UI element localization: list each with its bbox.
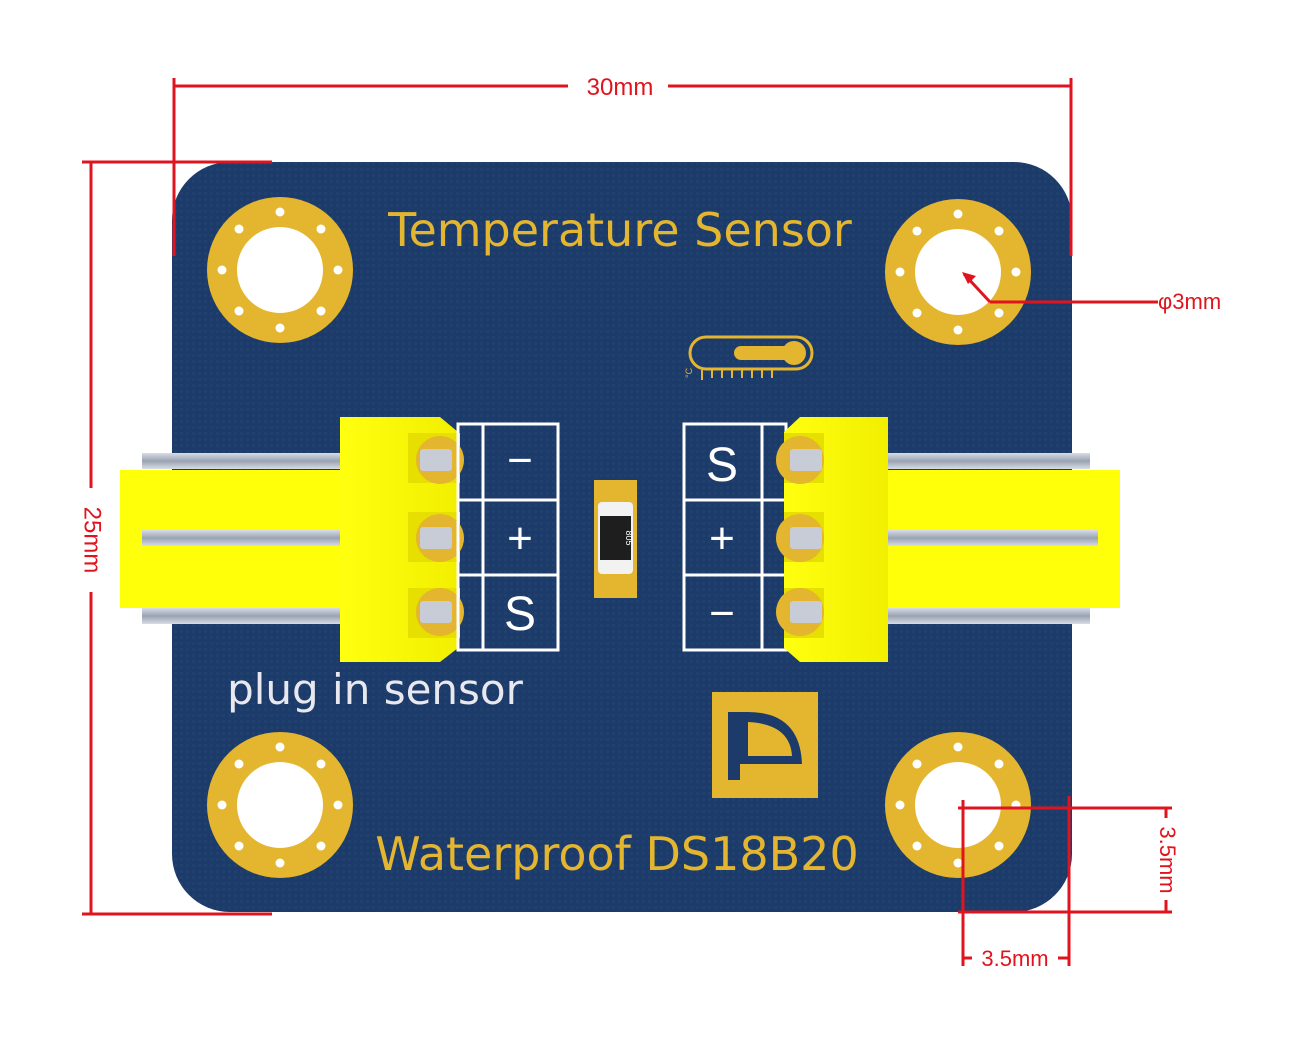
left-pin-label: S [504,588,536,641]
board-title: Temperature Sensor [387,203,852,257]
dimension-hole-offset-y: 3.5mm [1155,826,1180,893]
dimension-width: 30mm [587,74,654,101]
connector-icon [776,417,1120,662]
plug-label: plug in sensor [227,665,524,714]
right-pin-grid [682,422,788,652]
dimension-hole-diameter: φ3mm [1158,289,1221,314]
mounting-hole-icon [207,197,353,343]
thermometer-unit: °C [684,367,694,378]
dimension-lines [82,78,1172,966]
resistor-marking: 805 [624,530,634,545]
connector-icon [120,417,464,662]
board-subtitle: Waterproof DS18B20 [375,827,858,881]
resistor-icon: 805 [594,480,637,598]
left-pin-label: − [507,436,533,485]
right-pin-label: − [709,589,735,638]
thermometer-icon: °C [684,335,814,380]
mounting-hole-icon [885,199,1031,345]
dimension-hole-offset-x: 3.5mm [981,946,1048,971]
logo-icon [712,692,818,798]
arrowhead-icon [962,272,976,284]
mounting-hole-icon [207,732,353,878]
right-pin-label: S [706,439,738,492]
left-pin-grid [456,422,560,652]
dimension-height: 25mm [79,507,106,574]
left-pin-label: + [507,514,533,563]
mounting-hole-icon [885,732,1031,878]
right-pin-label: + [709,514,735,563]
